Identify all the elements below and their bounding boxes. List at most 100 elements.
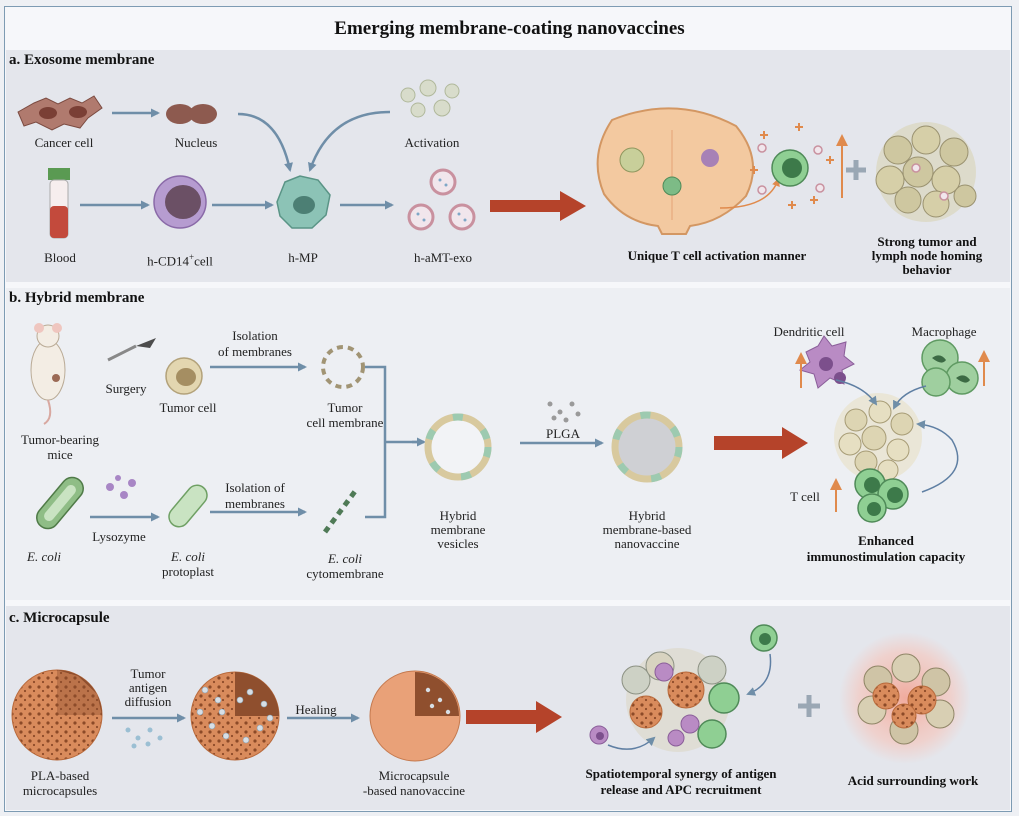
label-vesicles-line3: vesicles: [437, 536, 479, 551]
arrow: [237, 112, 293, 172]
cytomembrane-icon: [322, 488, 359, 534]
label-activation: Activation: [404, 135, 460, 150]
up-arrow-icon: [836, 134, 848, 198]
lysozyme-icon: [106, 475, 136, 499]
label-nucleus: Nucleus: [174, 135, 218, 150]
label-cytomembrane-line1: E. coli: [328, 551, 362, 566]
t-cell-icon: [750, 624, 778, 652]
cytokine-plus-marks: [750, 123, 834, 209]
nucleus-icon: [166, 104, 217, 124]
figure-title: Emerging membrane-coating nanovaccines: [334, 18, 685, 39]
tumor-cell-icon: [165, 357, 203, 395]
section-b-title: b. Hybrid membrane: [9, 290, 145, 306]
dendritic-cell-icon: [798, 335, 855, 389]
label-plga: PLGA: [546, 426, 580, 441]
section-a-title: a. Exosome membrane: [9, 52, 155, 68]
label-ecoli: E. coli: [27, 549, 61, 564]
macrophage-icon: [276, 175, 331, 229]
label-isolation2-line1: Isolation of: [225, 480, 285, 495]
monocyte-icon: [153, 175, 207, 229]
activation-particles-icon: [400, 79, 460, 118]
outcome-synergy-line1: Spatiotemporal synergy of antigen: [585, 766, 777, 781]
label-antigen-line3: diffusion: [124, 694, 172, 709]
section-c-title: c. Microcapsule: [9, 610, 110, 626]
label-cancer-cell: Cancer cell: [34, 135, 94, 150]
label-nanovaccine-line3: nanovaccine: [614, 536, 680, 551]
outcome-immuno-line1: Enhanced: [858, 533, 914, 548]
label-nanovaccine-line1: Hybrid: [628, 508, 666, 523]
label-lysozyme: Lysozyme: [92, 529, 146, 544]
outcome-acid: Acid surrounding work: [847, 773, 979, 788]
label-isolation2-line2: membranes: [225, 496, 285, 511]
lymph-node-icon: [596, 107, 754, 235]
label-nanovaccine-line2: membrane-based: [602, 522, 692, 537]
macrophage-cell-icon: [921, 339, 979, 397]
tumor-spheroid-icon: [875, 122, 977, 222]
label-h-amt-exo: h-aMT-exo: [413, 250, 472, 265]
outcome-homing-line1: Strong tumor and: [877, 234, 977, 249]
protoplast-icon: [168, 484, 208, 528]
arrow: [719, 178, 780, 209]
label-pla-line2: microcapsules: [22, 783, 98, 798]
scalpel-icon: [107, 338, 156, 362]
label-protoplast-line2: protoplast: [162, 564, 214, 579]
healed-capsule-icon: [369, 670, 461, 762]
label-h-mp: h-MP: [288, 250, 318, 265]
up-arrow-icon: [795, 352, 807, 388]
label-blood: Blood: [44, 250, 76, 265]
arrow: [607, 736, 656, 750]
label-surgery: Surgery: [105, 381, 147, 396]
label-isolation1-line1: Isolation: [232, 328, 278, 343]
label-h-cd14-sup: +: [189, 252, 195, 262]
label-isolation1-line2: of membranes: [217, 344, 292, 359]
up-arrow-icon: [978, 350, 990, 386]
immune-cluster-icon: [834, 393, 922, 481]
outcome-synergy-line2: release and APC recruitment: [600, 782, 762, 797]
label-tumor-membrane-line1: Tumor: [327, 400, 363, 415]
blood-tube-icon: [48, 168, 70, 239]
arrow: [746, 653, 772, 696]
label-dendritic-cell: Dendritic cell: [773, 324, 845, 339]
acid-environment-icon: [839, 632, 971, 764]
activated-t-cell-icon: [757, 143, 825, 195]
label-pla-line1: PLA-based: [30, 768, 90, 783]
cancer-cell-icon: [17, 95, 103, 131]
big-arrow: [490, 191, 586, 221]
label-h-cd14-cell: h-CD14+cell: [130, 250, 230, 268]
label-healing: Healing: [295, 702, 337, 717]
t-cell-cluster-icon: [854, 468, 909, 523]
outcome-immuno-line2: immunostimulation capacity: [806, 549, 966, 564]
mouse-icon: [30, 323, 66, 425]
vesicle-icon: [424, 413, 492, 481]
exosome-icon: [407, 168, 476, 231]
tumor-membrane-icon: [321, 345, 365, 389]
label-antigen-line1: Tumor: [130, 666, 166, 681]
label-protoplast-line1: E. coli: [171, 549, 205, 564]
label-tumor-membrane-line2: cell membrane: [306, 415, 384, 430]
arrow: [893, 385, 927, 410]
up-arrow-icon: [830, 478, 842, 512]
label-t-cell: T cell: [790, 489, 820, 504]
arrow: [916, 420, 959, 493]
label-macrophage: Macrophage: [911, 324, 977, 339]
label-mice-line1: Tumor-bearing: [21, 432, 99, 447]
label-mice-line2: mice: [47, 447, 73, 462]
apc-recruitment-icon: [621, 648, 740, 752]
recruited-apc-icon: [589, 725, 609, 745]
label-microcapsule-line2: -based nanovaccine: [362, 783, 466, 798]
plus-icon: [798, 695, 820, 717]
label-cytomembrane-line2: cytomembrane: [306, 566, 384, 581]
label-vesicles-line2: membrane: [430, 522, 486, 537]
antigen-loaded-capsule-icon: [190, 671, 280, 761]
label-h-cd14-prefix: h-CD14: [147, 253, 190, 269]
big-arrow: [714, 427, 808, 459]
label-tumor-cell: Tumor cell: [159, 400, 217, 415]
label-antigen-line2: antigen: [128, 680, 168, 695]
label-vesicles-line1: Hybrid: [439, 508, 477, 523]
merge-bracket: [365, 365, 420, 519]
antigen-particles-icon: [125, 727, 163, 749]
bacterium-icon: [36, 476, 84, 530]
plus-icon: [846, 160, 866, 180]
outcome-homing-line3: behavior: [902, 262, 952, 277]
